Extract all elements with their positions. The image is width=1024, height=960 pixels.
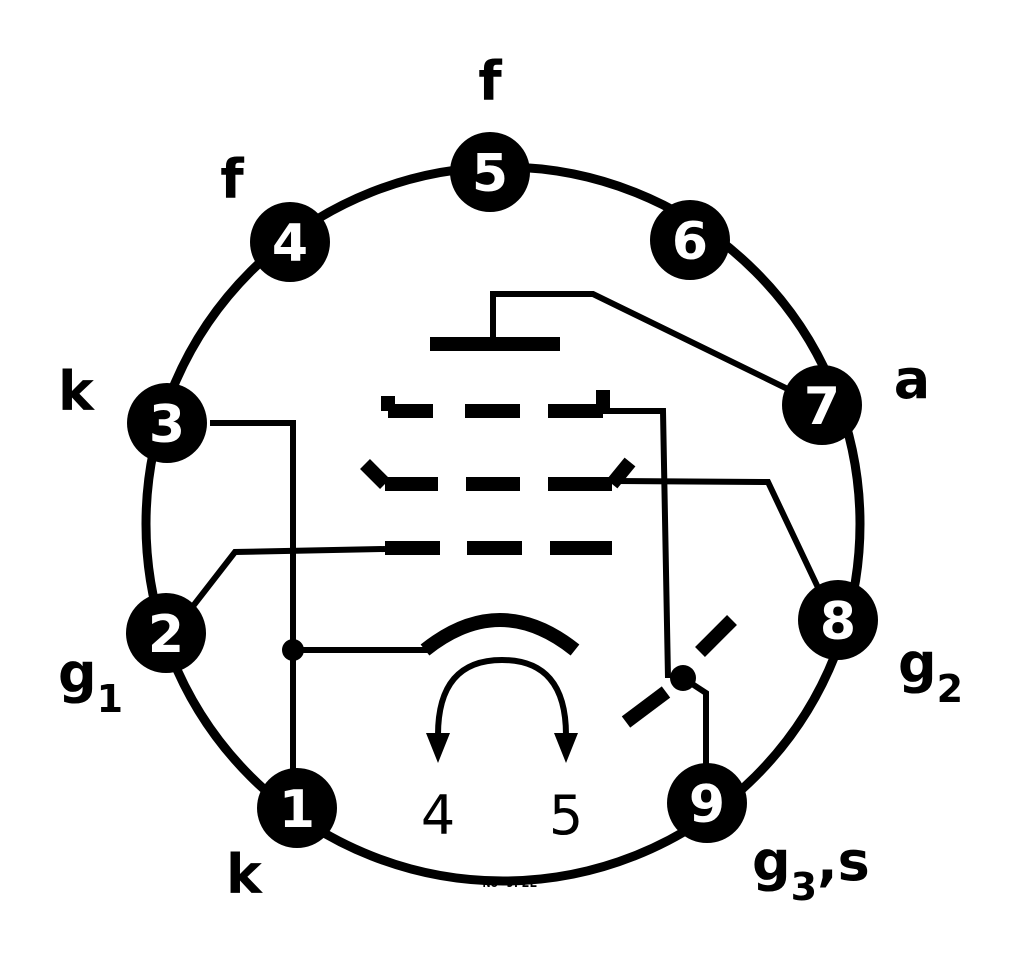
pin-9-number: 9: [689, 775, 725, 835]
internal-shield: [621, 615, 737, 728]
pin-9-label-sub: 3: [791, 865, 817, 909]
pin-9-label-main: g: [752, 830, 791, 893]
anode-lead: [490, 291, 802, 398]
pin-2-label-main: g: [58, 642, 97, 705]
pin-2-disc: [126, 593, 206, 673]
pin-9: 9: [667, 763, 747, 843]
pin-4-number: 4: [272, 214, 308, 274]
pin-4: 4: [250, 202, 330, 282]
pin-4-disc: [250, 202, 330, 282]
pin-9-disc: [667, 763, 747, 843]
pin-6-disc: [650, 200, 730, 280]
heater-arrow-right: [554, 733, 578, 763]
pin-8-number: 8: [820, 592, 856, 652]
pin-5-number: 5: [472, 144, 508, 204]
pin-1-number: 1: [279, 780, 315, 840]
pin-8-label-sub: 2: [937, 667, 963, 711]
pin-5-label: f: [478, 50, 502, 113]
pin-7: 7: [782, 365, 862, 445]
pin-6: 6: [650, 200, 730, 280]
pin-9-label-suffix: ,s: [817, 830, 870, 893]
pin-2-number: 2: [148, 605, 184, 665]
cathode-junction-dot: [282, 639, 304, 661]
pin-8-label-main: g: [898, 632, 937, 695]
envelope-circle: [141, 162, 865, 886]
pin-5: 5: [450, 132, 530, 212]
cathode-lead-pin3: [210, 420, 296, 785]
pin-8-label: g2: [898, 632, 963, 711]
pin-2-label-sub: 1: [97, 677, 123, 721]
pin-3-disc: [127, 383, 207, 463]
grid3-suppressor: [381, 390, 610, 418]
pin-2: 2: [126, 593, 206, 673]
pin-1-disc: [257, 768, 337, 848]
pin-8-disc: [798, 580, 878, 660]
pin-4-label: f: [220, 148, 244, 211]
pin-2-label: g1: [58, 642, 123, 721]
grid2-lead: [611, 478, 825, 598]
pin-9-label: g3,s: [752, 830, 870, 909]
pin-7-disc: [782, 365, 862, 445]
heater-arrow-left: [426, 733, 450, 763]
pin-5-disc: [450, 132, 530, 212]
pin-6-number: 6: [672, 212, 708, 272]
grid3-lead: [603, 408, 671, 679]
grid2-screen: [360, 457, 636, 491]
shield-lead: [681, 675, 709, 765]
pin-3: 3: [127, 383, 207, 463]
pin-1: 1: [257, 768, 337, 848]
drawing-code: No-9F2E: [483, 876, 538, 891]
pin-3-number: 3: [149, 395, 185, 455]
heater-arc: [435, 656, 569, 736]
pin-7-label: a: [894, 348, 930, 411]
pin-3-label: k: [58, 360, 95, 423]
heater-label-left: 4: [421, 784, 455, 847]
heater-label-right: 5: [549, 784, 583, 847]
pin-1-label: k: [226, 843, 263, 906]
pin-8: 8: [798, 580, 878, 660]
grid1-lead: [187, 546, 386, 612]
cathode: [420, 613, 580, 656]
pin-7-number: 7: [804, 377, 840, 437]
